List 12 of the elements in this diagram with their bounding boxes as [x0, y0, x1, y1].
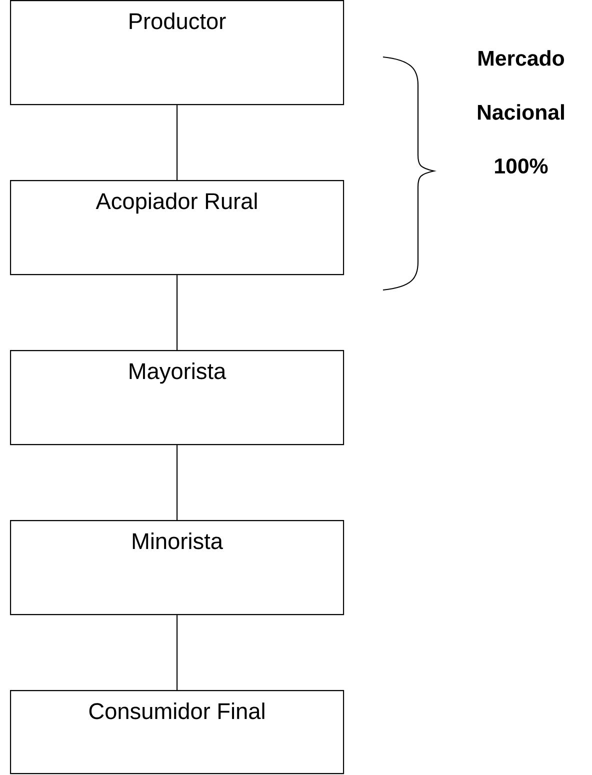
process-box: Mayorista [10, 350, 344, 446]
side-label: 100% [495, 158, 548, 174]
connector-line [176, 275, 178, 350]
process-box: Minorista [10, 520, 344, 616]
side-label: Mercado [478, 50, 564, 66]
connector-line [176, 105, 178, 180]
connector-line [176, 445, 178, 520]
process-box: Productor [10, 0, 344, 106]
connector-line [176, 615, 178, 690]
process-box: Consumidor Final [10, 690, 344, 774]
side-label: Nacional [478, 104, 564, 120]
process-box: Acopiador Rural [10, 180, 344, 276]
